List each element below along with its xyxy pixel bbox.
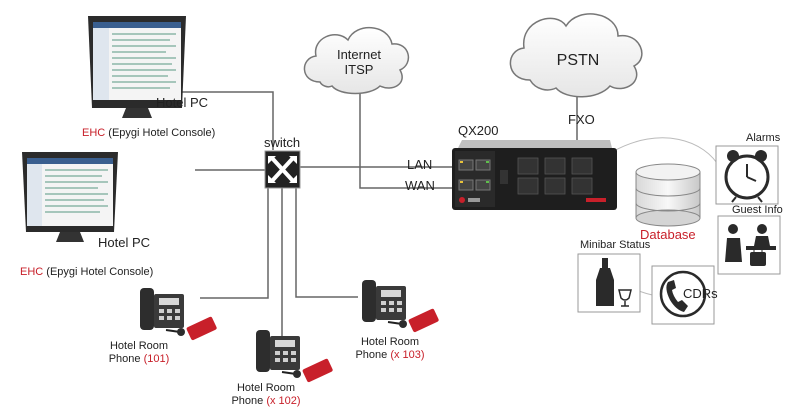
hotel-pc-2-console-label: EHC (Epygi Hotel Console) [20,266,153,279]
pc1-to-switch-line [175,91,274,150]
hotel-pc-1-console-label: EHC (Epygi Hotel Console) [82,127,215,140]
hotel-room-phone-102-icon [256,330,333,383]
phone-102-line2: Phone (x 102) [231,394,301,407]
pstn-label: PSTN [556,52,600,69]
switch-to-phone101-line [200,188,269,299]
hotel-pc-1-label: Hotel PC [156,95,209,110]
service-arc-line [611,137,721,169]
hotel-pc-2-label: Hotel PC [98,235,151,250]
internet-to-wan-line [359,92,452,189]
qx200-label: QX200 [458,123,499,138]
ehc-description: (Epygi Hotel Console) [105,127,216,139]
phone-103-label: Hotel Room Phone (x 103) [350,336,430,361]
internet-cloud-icon [303,26,410,95]
phone-101-line2: Phone (101) [108,352,170,365]
database-label: Database [640,227,696,242]
minibar-status-label: Minibar Status [580,239,651,251]
hotel-pc-1-monitor-icon [88,16,186,118]
ehc-prefix: EHC [82,127,106,139]
phone-102-label: Hotel Room Phone (x 102) [226,382,306,407]
alarms-label: Alarms [746,132,781,144]
qx200-device-icon [452,140,617,210]
cdrs-label: CDRs [683,286,718,301]
hotel-room-phone-103-icon [362,280,439,333]
itsp-label: ITSP [344,61,374,77]
database-icon [635,163,701,227]
wan-label: WAN [405,178,435,193]
phone-102-line1: Hotel Room [236,382,296,394]
pstn-cloud-icon [509,13,643,98]
alarm-clock-icon [715,145,779,205]
hotel-pc-2-monitor-icon [22,152,118,242]
internet-cloud-label: Internet ITSP [334,47,384,78]
lan-label: LAN [407,157,433,172]
phone-101-label: Hotel Room Phone (101) [104,340,174,365]
cdrs-phone-icon [651,265,715,325]
minibar-bottle-icon [577,253,641,313]
switch-to-phone103-line [295,188,358,298]
guest-info-icon [717,215,781,275]
phone-103-line1: Hotel Room [360,336,420,348]
phone-103-line2: Phone (x 103) [355,348,425,361]
ehc-description: (Epygi Hotel Console) [43,266,154,278]
ehc-prefix: EHC [20,266,44,278]
network-switch-icon [264,150,301,189]
fxo-label: FXO [568,112,595,127]
internet-label: Internet [336,47,382,62]
phone-101-line1: Hotel Room [109,340,169,352]
hotel-room-phone-101-icon [140,288,217,341]
guest-info-label: Guest Info [732,204,783,216]
switch-label: switch [264,135,301,150]
